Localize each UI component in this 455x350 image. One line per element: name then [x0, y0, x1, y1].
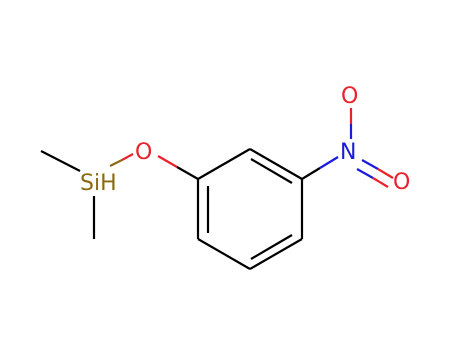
- bond-n-o-right-b-n-half: [356, 168, 374, 179]
- atom-o-top-label: O: [341, 84, 358, 109]
- bond-si-o-si-half: [109, 159, 123, 167]
- atom-o-ether-label: O: [135, 140, 152, 165]
- bond-ring-n-n-half: [319, 156, 339, 169]
- bond-si-o-o-half: [121, 153, 134, 161]
- ring-double-bond-inner-2: [250, 158, 293, 184]
- ring-double-bond-inner-3: [250, 234, 293, 260]
- bond-ring-n-c-half: [301, 167, 321, 180]
- bond-o-ring-o-half: [157, 155, 178, 168]
- atom-o-right-label: O: [393, 170, 410, 195]
- ring-bond-1: [197, 148, 251, 180]
- ring-bond-5: [197, 238, 251, 270]
- ring-bond-4: [249, 238, 303, 270]
- bond-n-o-right-b-o-half: [372, 177, 389, 188]
- atom-si-label: SiH: [80, 171, 117, 196]
- bond-n-o-right-a-o-half: [377, 168, 394, 179]
- bond-o-ring-c-half: [176, 166, 199, 180]
- bond-n-o-right-a-n-half: [361, 159, 379, 170]
- bond-methyl-upper: [40, 150, 81, 172]
- atom-n-label: N: [340, 140, 356, 165]
- ring-bond-2: [249, 148, 303, 180]
